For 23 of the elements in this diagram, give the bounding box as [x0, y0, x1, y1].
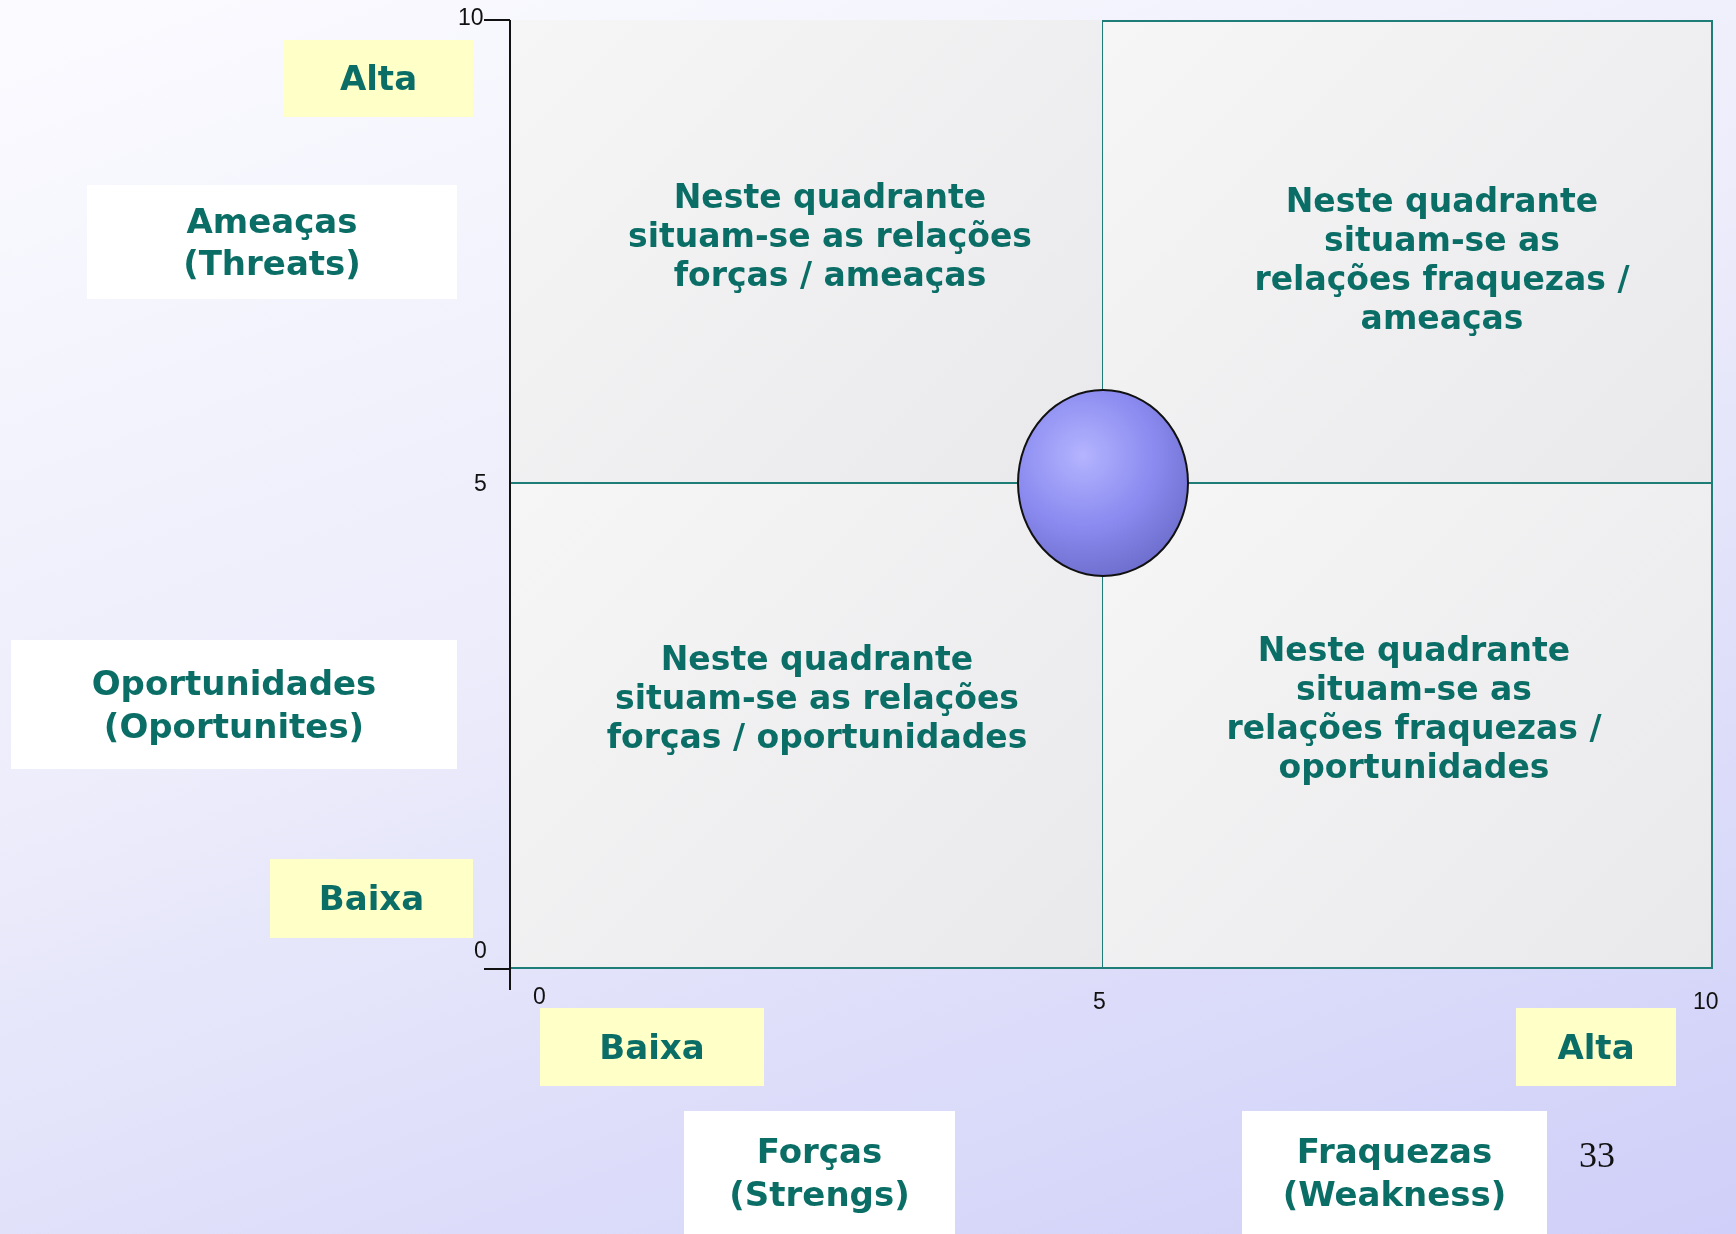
tick-label: 5	[474, 472, 487, 495]
quadrant-text: Neste quadrante situam-se as relações forças / ameaças	[627, 177, 1033, 294]
level-label: Baixa	[540, 1008, 764, 1086]
tick-label: 5	[1093, 990, 1106, 1013]
page-number: 33	[1579, 1137, 1615, 1173]
tick-label: 0	[533, 985, 546, 1008]
quadrant-cell	[509, 483, 1103, 969]
level-label: Alta	[1516, 1008, 1676, 1086]
tick-label: 10	[1693, 990, 1719, 1013]
level-label: Baixa	[270, 859, 473, 938]
level-label: Alta	[284, 40, 473, 117]
quadrant-text: Neste quadrante situam-se as relações fraquezas / ameaças	[1253, 181, 1631, 337]
quadrant-cell	[1103, 20, 1713, 483]
quadrant-text: Neste quadrante situam-se as relações fraquezas / oportunidades	[1225, 630, 1603, 786]
axis-title: Forças (Strengs)	[684, 1111, 955, 1234]
quadrant-cell	[509, 20, 1103, 483]
axis-title: Fraquezas (Weakness)	[1242, 1111, 1547, 1234]
axis-title: Ameaças (Threats)	[87, 185, 457, 299]
axis-title: Oportunidades (Oportunites)	[11, 640, 457, 769]
tick-label: 0	[474, 939, 487, 962]
tick-label: 10	[458, 6, 484, 29]
quadrant-cell	[1103, 483, 1713, 969]
quadrant-text: Neste quadrante situam-se as relações forças / oportunidades	[605, 639, 1029, 756]
